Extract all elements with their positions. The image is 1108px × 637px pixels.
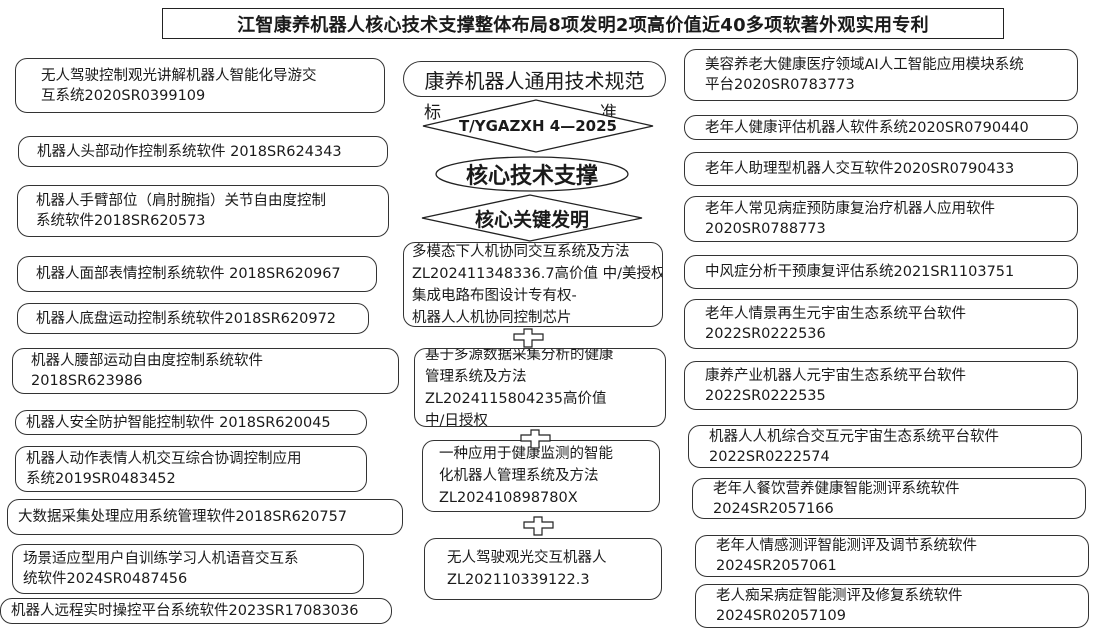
left-box-line: 机器人底盘运动控制系统软件2018SR620972	[36, 310, 337, 327]
right-box-line: 2024SR2057166	[713, 500, 834, 517]
left-box-line: 机器人头部动作控制系统软件 2018SR624343	[37, 143, 342, 160]
left-box-10: 场景适应型用户自训练学习人机语音交互系统软件2024SR0487456	[12, 544, 364, 594]
right-box-line: 老人痴呆病症智能测评及修复系统软件	[716, 588, 963, 604]
left-box-line: 大数据采集处理应用系统管理软件2018SR620757	[18, 509, 348, 525]
right-box-2: 老年人健康评估机器人软件系统2020SR0790440	[684, 115, 1078, 140]
invention-box-4: 无人驾驶观光交互机器人 ZL202110339122.3	[424, 538, 662, 600]
left-box-2: 机器人头部动作控制系统软件 2018SR624343	[18, 136, 388, 167]
invention-box-2: 基于多源数据采集分析的健康管理系统及方法 ZL2024115804235高价值中/…	[414, 348, 666, 427]
left-box-4: 机器人面部表情控制系统软件 2018SR620967	[17, 256, 377, 292]
left-box-1: 无人驾驶控制观光讲解机器人智能化导游交互系统2020SR0399109	[15, 58, 385, 113]
left-box-line: 机器人手臂部位（肩肘腕指）关节自由度控制	[36, 193, 326, 209]
right-box-line: 2022SR0222535	[705, 387, 826, 404]
left-box-line: 场景适应型用户自训练学习人机语音交互系	[23, 551, 299, 567]
standard-label-left: 标	[424, 103, 441, 123]
right-box-3: 老年人助理型机器人交互软件2020SR0790433	[684, 152, 1078, 186]
plus-connector-icon	[523, 516, 554, 536]
left-box-line: 无人驾驶控制观光讲解机器人智能化导游交	[41, 67, 317, 84]
left-box-line: 系统2019SR0483452	[26, 471, 176, 487]
invention-box-line: ZL202410898780X	[439, 490, 578, 506]
core-inventions-label: 核心关键发明	[474, 208, 589, 231]
invention-box-line: 集成电路布图设计专有权-	[412, 287, 577, 304]
invention-box-line: 基于多源数据采集分析的健康	[425, 348, 614, 363]
invention-box-line: ZL202411348336.7高价值 中/美授权	[412, 265, 663, 282]
right-box-line: 2024SR2057061	[716, 558, 837, 574]
left-box-line: 机器人腰部运动自由度控制系统软件	[31, 353, 263, 369]
right-box-line: 美容养老大健康医疗领域AI人工智能应用模块系统	[705, 57, 1024, 73]
left-box-line: 统软件2024SR0487456	[23, 571, 188, 587]
right-box-11: 老人痴呆病症智能测评及修复系统软件 2024SR02057109	[695, 584, 1089, 628]
left-box-line: 互系统2020SR0399109	[41, 87, 206, 104]
right-box-line: 老年人情景再生元宇宙生态系统平台软件	[705, 306, 966, 322]
left-box-9: 大数据采集处理应用系统管理软件2018SR620757	[7, 499, 403, 535]
left-box-line: 机器人面部表情控制系统软件 2018SR620967	[36, 266, 341, 282]
invention-box-line: 无人驾驶观光交互机器人	[447, 550, 607, 566]
left-box-line: 机器人远程实时操控平台系统软件2023SR17083036	[11, 603, 359, 619]
invention-box-1: 多模态下人机协同交互系统及方法 ZL202411348336.7高价值 中/美授权…	[403, 242, 663, 327]
right-box-line: 2020SR0788773	[705, 221, 826, 237]
left-box-line: 2018SR623986	[31, 373, 143, 389]
invention-box-3: 一种应用于健康监测的智能化机器人管理系统及方法 ZL202410898780X	[422, 440, 660, 512]
right-box-7: 康养产业机器人元宇宙生态系统平台软件 2022SR0222535	[684, 361, 1078, 410]
plus-connector-icon	[520, 429, 551, 449]
left-box-line: 机器人动作表情人机交互综合协调控制应用	[26, 451, 302, 467]
right-box-line: 机器人人机综合交互元宇宙生态系统平台软件	[709, 428, 999, 445]
core-support-ellipse	[435, 156, 629, 192]
invention-box-line: 化机器人管理系统及方法	[439, 468, 599, 484]
invention-box-line: 管理系统及方法	[425, 368, 527, 385]
right-box-line: 老年人常见病症预防康复治疗机器人应用软件	[705, 201, 995, 217]
right-box-line: 老年人情感测评智能测评及调节系统软件	[716, 538, 977, 554]
right-box-line: 2022SR0222536	[705, 326, 826, 342]
right-box-line: 老年人助理型机器人交互软件2020SR0790433	[705, 161, 1015, 177]
standard-code: T/YGAZXH 4—2025	[459, 117, 617, 135]
right-box-line: 2024SR02057109	[716, 608, 846, 624]
invention-box-line: ZL2024115804235高价值	[425, 390, 607, 407]
invention-box-line: 多模态下人机协同交互系统及方法	[412, 243, 630, 260]
left-box-line: 系统软件2018SR620573	[36, 213, 206, 229]
left-box-5: 机器人底盘运动控制系统软件2018SR620972	[17, 303, 369, 334]
technical-spec-box: 康养机器人通用技术规范	[403, 61, 666, 97]
left-box-11: 机器人远程实时操控平台系统软件2023SR17083036	[0, 598, 392, 624]
right-box-1: 美容养老大健康医疗领域AI人工智能应用模块系统平台2020SR0783773	[684, 49, 1078, 101]
core-support-label: 核心技术支撑	[465, 164, 598, 189]
right-box-line: 2022SR0222574	[709, 448, 830, 465]
invention-box-line: 一种应用于健康监测的智能	[439, 446, 613, 462]
invention-box-line: 中/日授权	[425, 412, 488, 427]
invention-box-line: 机器人人机协同控制芯片	[412, 309, 572, 326]
core-inventions-diamond	[421, 194, 643, 242]
right-box-9: 老年人餐饮营养健康智能测评系统软件 2024SR2057166	[692, 478, 1086, 519]
right-box-line: 老年人健康评估机器人软件系统2020SR0790440	[705, 119, 1029, 136]
standard-diamond	[422, 99, 654, 153]
right-box-line: 中风症分析干预康复评估系统2021SR1103751	[705, 264, 1015, 280]
right-box-10: 老年人情感测评智能测评及调节系统软件 2024SR2057061	[695, 535, 1089, 577]
right-box-4: 老年人常见病症预防康复治疗机器人应用软件 2020SR0788773	[684, 196, 1078, 242]
right-box-5: 中风症分析干预康复评估系统2021SR1103751	[684, 255, 1078, 289]
plus-connector-icon	[513, 328, 544, 348]
right-box-line: 老年人餐饮营养健康智能测评系统软件	[713, 480, 960, 497]
invention-box-line: ZL202110339122.3	[447, 572, 590, 588]
left-box-3: 机器人手臂部位（肩肘腕指）关节自由度控制系统软件2018SR620573	[17, 185, 389, 237]
right-box-line: 康养产业机器人元宇宙生态系统平台软件	[705, 367, 966, 384]
left-box-line: 机器人安全防护智能控制软件 2018SR620045	[26, 414, 331, 431]
left-box-8: 机器人动作表情人机交互综合协调控制应用系统2019SR0483452	[15, 446, 367, 492]
left-box-6: 机器人腰部运动自由度控制系统软件 2018SR623986	[12, 348, 399, 394]
diagram-title: 江智康养机器人核心技术支撑整体布局8项发明2项高价值近40多项软著外观实用专利	[162, 8, 1004, 39]
right-box-line: 平台2020SR0783773	[705, 77, 855, 93]
left-box-7: 机器人安全防护智能控制软件 2018SR620045	[15, 410, 367, 435]
right-box-6: 老年人情景再生元宇宙生态系统平台软件 2022SR0222536	[684, 299, 1078, 349]
right-box-8: 机器人人机综合交互元宇宙生态系统平台软件 2022SR0222574	[688, 425, 1082, 468]
